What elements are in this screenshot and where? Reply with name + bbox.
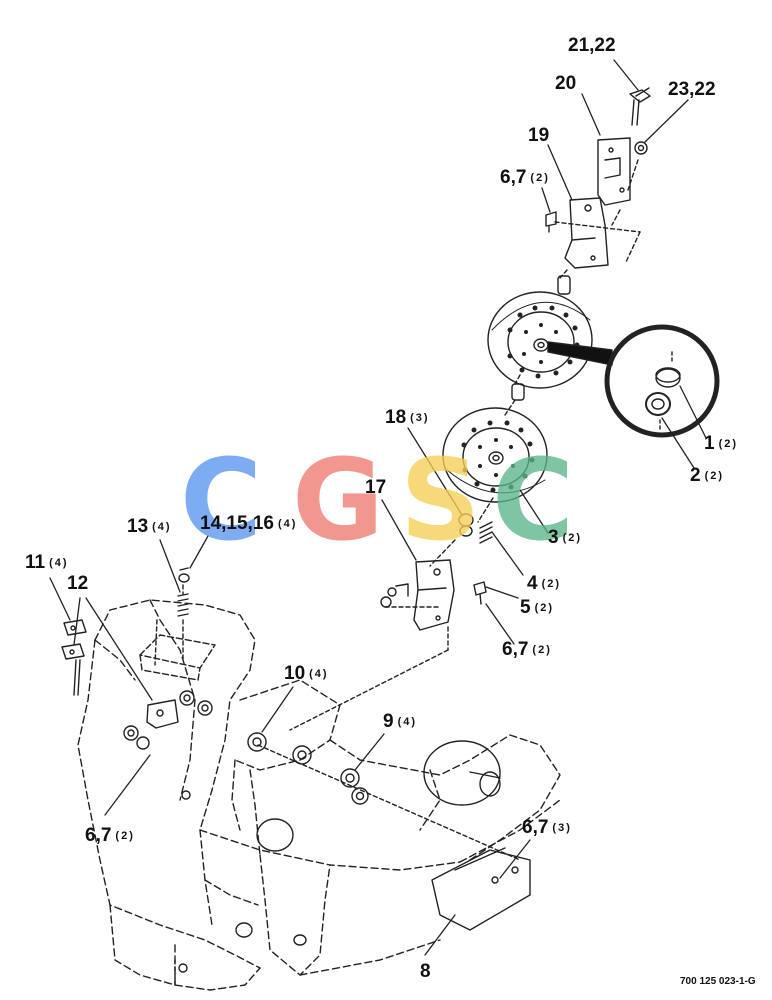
- bracket-17: [413, 559, 455, 631]
- spring-mount-plate: [139, 634, 216, 681]
- bushings-12: [123, 690, 213, 750]
- disc-lower: [442, 407, 548, 503]
- screw-5: [473, 581, 487, 605]
- disc-lower-holes: [461, 420, 535, 493]
- assembly-centerlines-lower: [289, 497, 494, 731]
- assembly-centerlines-top: [504, 159, 641, 416]
- watermark-letter-c2: C: [492, 436, 575, 566]
- callout-14-15-16: 14,15,16(4): [200, 513, 298, 534]
- callout-5: 5(2): [520, 597, 555, 618]
- callout-6-7-right: 6,7(3): [522, 817, 572, 838]
- callout-13: 13(4): [127, 516, 172, 537]
- leader-lines: [49, 59, 707, 956]
- nuts-lower-left: [380, 583, 409, 608]
- callout-21-22: 21,22: [568, 35, 616, 56]
- callout-1: 1(2): [704, 433, 739, 454]
- pulley-frame: [423, 740, 501, 806]
- bolt-left: [73, 659, 81, 696]
- callout-9: 9(4): [383, 711, 418, 732]
- hub-upper: [511, 275, 571, 401]
- callout-20: 20: [555, 73, 577, 94]
- disc-upper-holes: [507, 305, 580, 379]
- washers-11: [61, 619, 87, 660]
- callout-8: 8: [420, 961, 431, 982]
- detail-callout: [547, 324, 720, 438]
- callout-6-7-top: 6,7(2): [500, 167, 550, 188]
- callout-17: 17: [365, 477, 387, 498]
- bushings-9: [340, 768, 369, 805]
- disc-upper: [487, 291, 593, 389]
- bracket-19: [564, 197, 609, 269]
- callout-18: 18(3): [385, 407, 430, 428]
- callout-19: 19: [528, 125, 550, 146]
- bracket-12: [146, 699, 179, 729]
- fastener-18: [458, 513, 474, 537]
- callout-12: 12: [67, 573, 89, 594]
- watermark-letter-s: S: [400, 436, 481, 566]
- callout-2: 2(2): [690, 465, 725, 486]
- cover-plate-8: [431, 847, 531, 931]
- bolt-21: [629, 87, 651, 126]
- watermark-letter-g: G: [292, 436, 384, 566]
- shaft-line: [257, 744, 521, 861]
- callout-10: 10(4): [284, 663, 329, 684]
- spring-13: [177, 593, 189, 617]
- drawing-part-number: 700 125 023-1-G: [680, 976, 756, 987]
- callout-6-7-mid: 6,7(2): [502, 639, 552, 660]
- callout-4: 4(2): [527, 573, 562, 594]
- callout-23-22: 23,22: [668, 79, 716, 100]
- callout-6-7-left: 6,7(2): [85, 825, 135, 846]
- frame-cutout: [178, 790, 307, 973]
- bushings-10: [247, 732, 312, 765]
- nut-23: [634, 141, 648, 155]
- nut-14-16: [178, 567, 190, 583]
- assembly-centerlines-left: [154, 584, 184, 986]
- screw-6-7-top: [545, 211, 557, 233]
- spring-4: [479, 521, 493, 544]
- callout-11: 11(4): [25, 552, 69, 573]
- bracket-20: [597, 137, 631, 206]
- watermark-letter-c1: C: [180, 436, 263, 566]
- callout-3: 3(2): [548, 527, 583, 548]
